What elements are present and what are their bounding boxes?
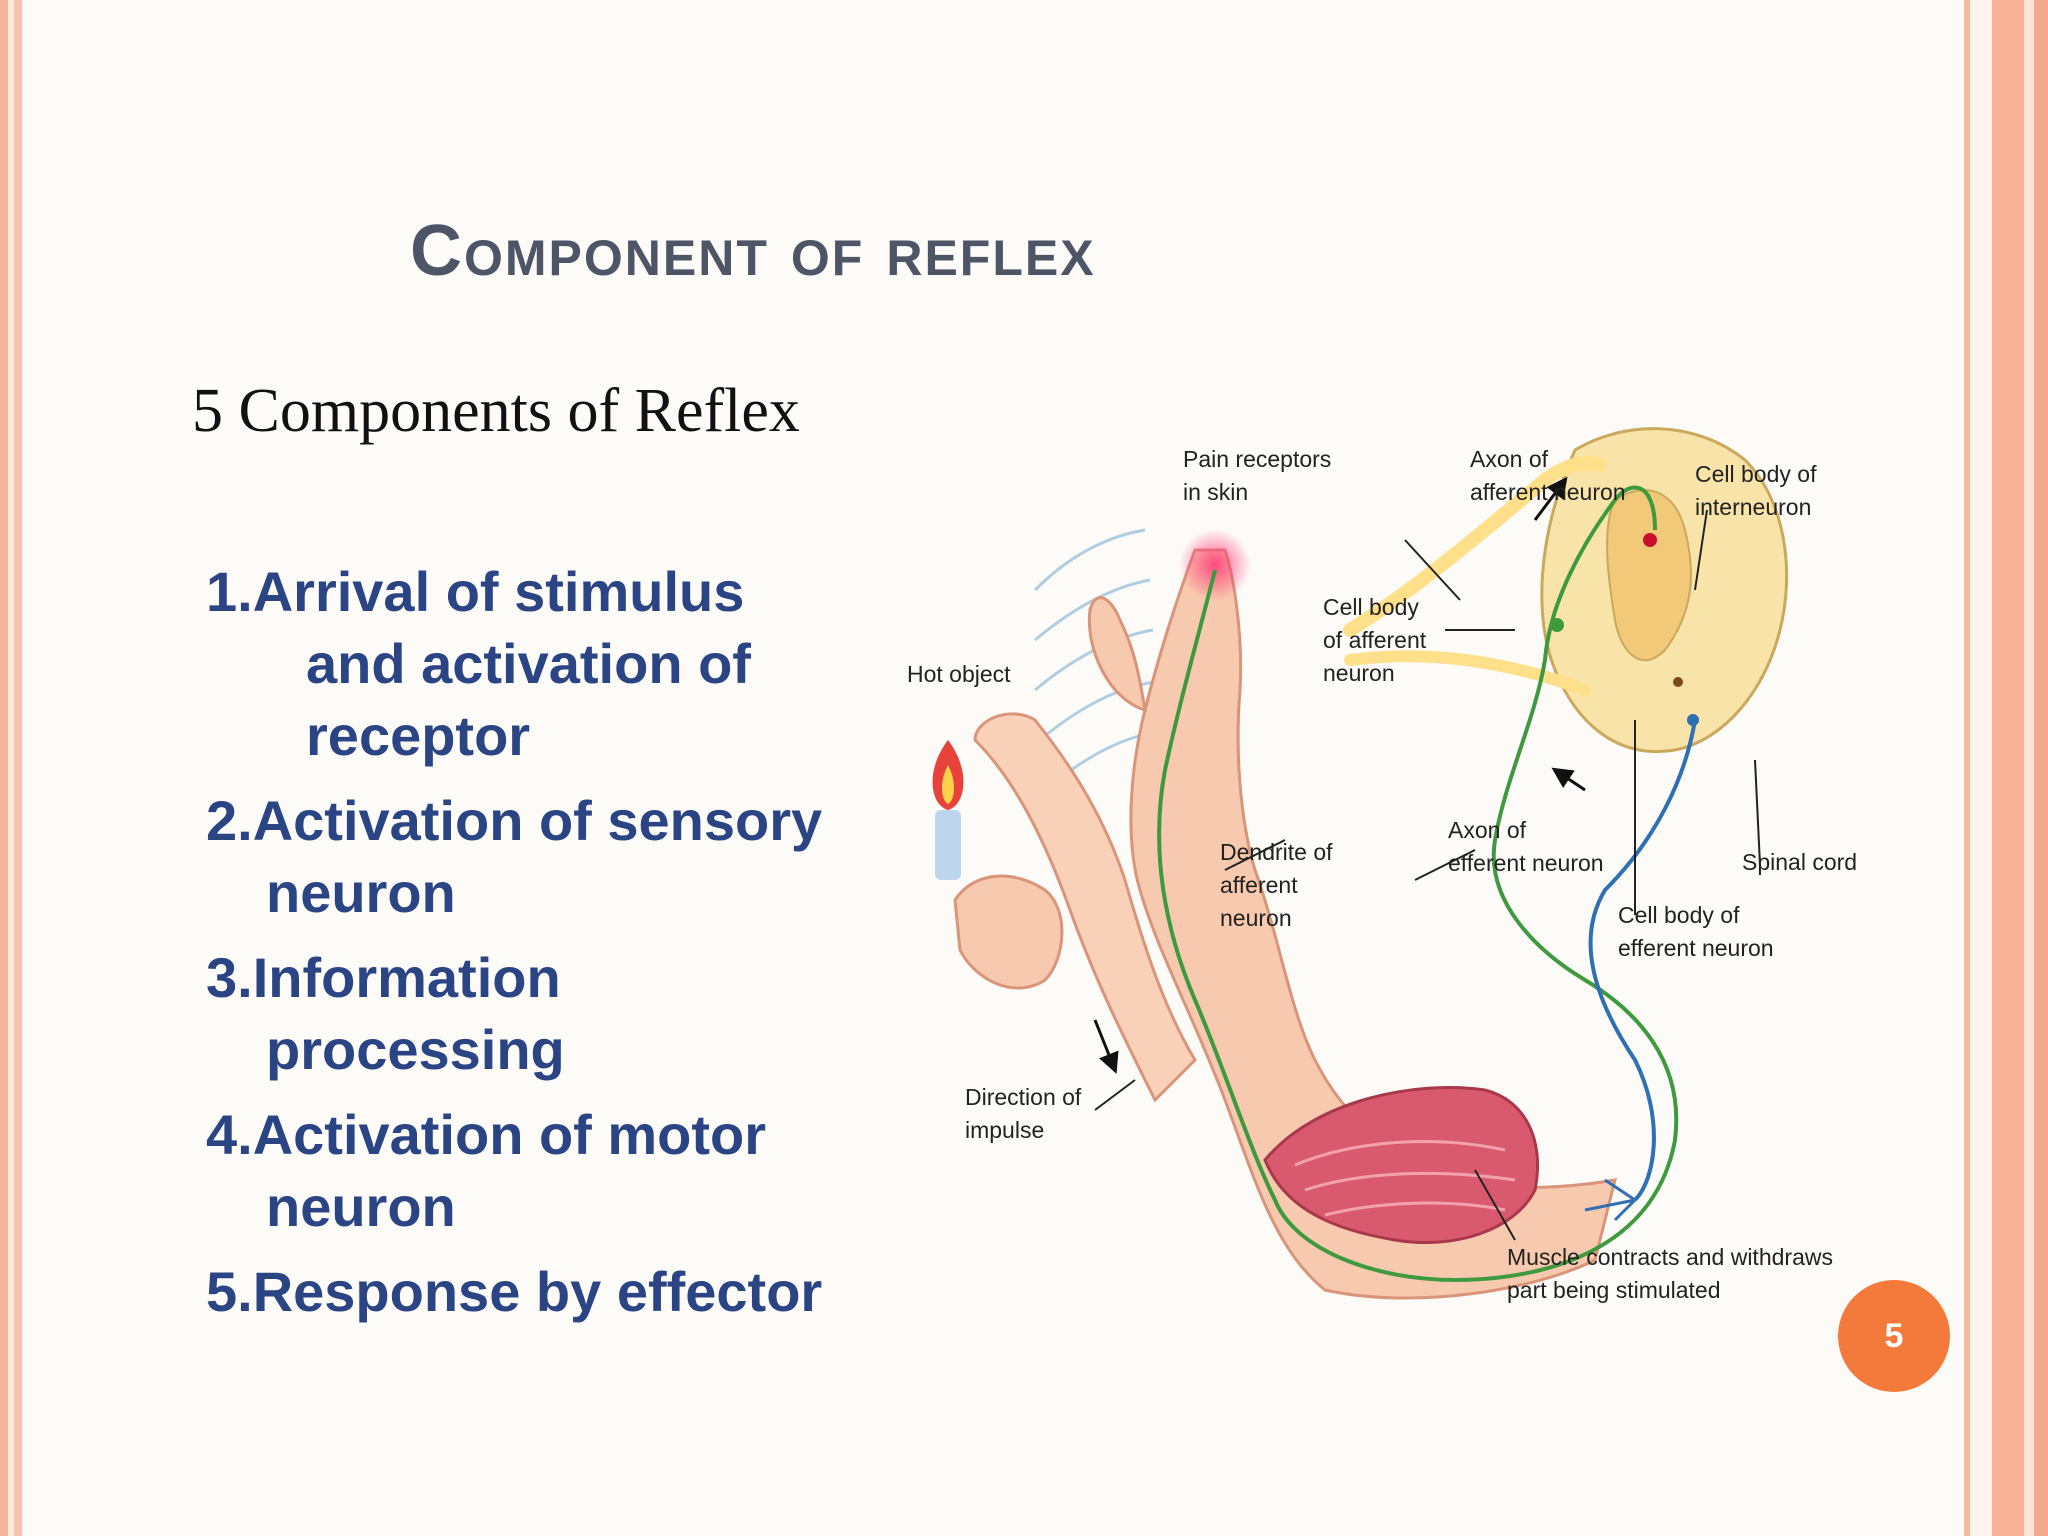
list-item-line: receptor [306,704,531,767]
page-number-badge: 5 [1838,1280,1950,1392]
list-item: 5.Response by effector [206,1256,886,1328]
slide-title: Component of reflex [410,211,1096,291]
slide-subtitle: 5 Components of Reflex [192,377,800,445]
components-list: 1.Arrival of stimulus and activation of … [206,556,886,1341]
list-item-line: 3.Information [206,946,561,1009]
list-item: 3.Information processing [206,942,886,1086]
leader-lines [1094,509,1761,1241]
reflex-arc-diagram: Pain receptors in skin Axon of afferent … [907,427,1857,1303]
list-item-line: processing [266,1018,565,1081]
list-item-line: 4.Activation of motor [206,1103,767,1166]
direction-arrows [1093,476,1586,1074]
label-cell-body-afferent: Cell body of afferent neuron [1323,594,1433,686]
list-item: 1.Arrival of stimulus and activation of … [206,556,886,772]
neuron-pathways [1157,485,1699,1283]
label-cell-body-efferent: Cell body of efferent neuron [1618,902,1774,961]
list-item-line: 1.Arrival of stimulus [206,560,745,623]
arm-illustration [953,529,1618,1300]
muscle-illustration [1263,1086,1540,1245]
label-axon-efferent: Axon of efferent neuron [1448,817,1604,876]
label-pain-receptors: Pain receptors in skin [1183,446,1338,505]
label-direction-impulse: Direction of impulse [965,1084,1088,1143]
spinal-cord-illustration [1343,427,1789,753]
label-dendrite-afferent: Dendrite of afferent neuron [1220,839,1339,931]
hot-object-candle [932,740,964,880]
left-frame-border [0,0,22,1536]
right-frame-border [1964,0,2048,1536]
list-item-line: and activation of [306,632,751,695]
list-item-line: neuron [266,1175,456,1238]
list-item: 2.Activation of sensory neuron [206,785,886,929]
label-axon-afferent: Axon of afferent neuron [1470,446,1626,505]
label-spinal-cord: Spinal cord [1742,849,1857,875]
list-item: 4.Activation of motor neuron [206,1099,886,1243]
label-muscle-contracts: Muscle contracts and withdraws part bein… [1507,1244,1839,1303]
label-hot-object: Hot object [907,661,1011,687]
label-cell-body-interneuron: Cell body of interneuron [1695,461,1823,520]
list-item-line: neuron [266,861,456,924]
list-item-line: 5.Response by effector [206,1260,823,1323]
list-item-line: 2.Activation of sensory [206,789,823,852]
